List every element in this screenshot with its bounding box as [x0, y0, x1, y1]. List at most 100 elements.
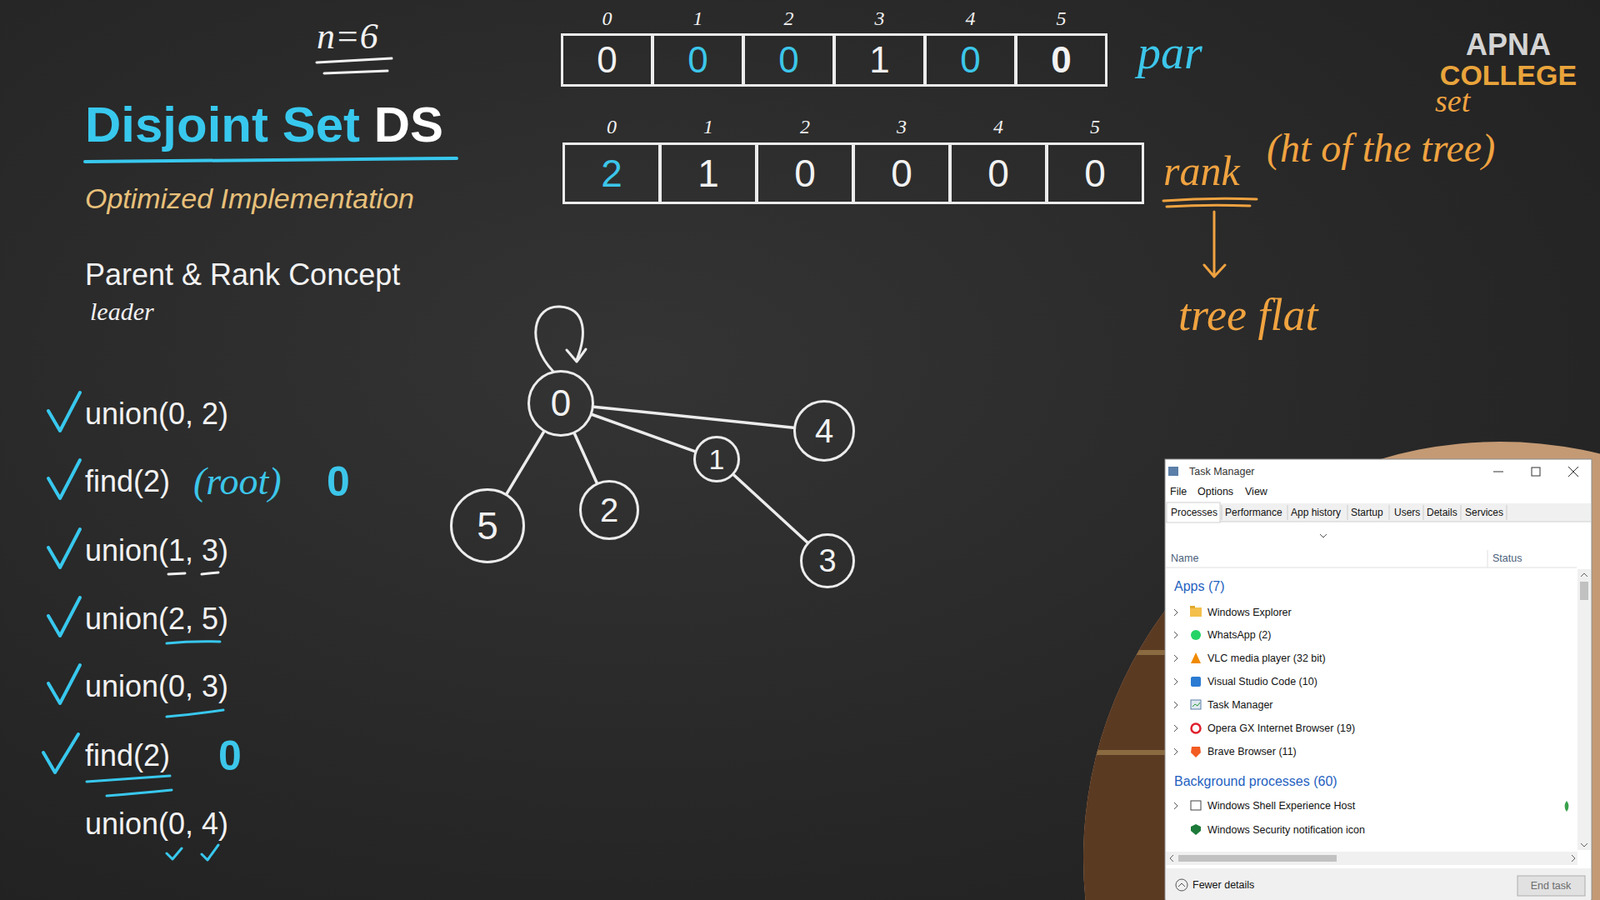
array-name: rank: [1163, 145, 1240, 196]
bookshelf: [1075, 575, 1165, 900]
tree-edge: [734, 475, 808, 543]
tree-node: 3: [800, 533, 855, 589]
index-number: 0: [602, 6, 613, 31]
tab-label: App history: [1290, 506, 1341, 519]
chalk-underline: [168, 572, 219, 575]
chalk-underline: [166, 710, 224, 717]
node-value: 3: [818, 545, 836, 577]
operation-text: union(2, 5): [85, 600, 229, 637]
group-heading: Apps (7): [1174, 578, 1225, 595]
check-mark: [48, 597, 80, 636]
active-tab: [1166, 502, 1220, 523]
process-name: VLC media player (32 bit): [1207, 652, 1326, 665]
brave-icon: [1190, 746, 1201, 758]
shelf-board: [1075, 750, 1165, 755]
menu-item: File: [1170, 485, 1187, 499]
check-mark: [48, 665, 80, 704]
leaf-icon: [1565, 800, 1570, 812]
node-value: 1: [869, 41, 890, 79]
node-value: 0: [778, 41, 799, 79]
node-value: 0: [1050, 41, 1071, 79]
node-value: 0: [550, 385, 571, 422]
array-cell: 0: [742, 33, 835, 87]
handwritten-note: leader: [90, 296, 155, 327]
tree-node: 5: [450, 488, 525, 564]
node-value: 0: [596, 41, 617, 79]
index-number: 4: [993, 115, 1004, 140]
vertical-scrollbar: [1577, 569, 1591, 850]
logo-text: APNA: [1465, 26, 1551, 63]
scroll-arrow: [1580, 573, 1588, 847]
check-mark: [48, 529, 80, 568]
array-cell: 2: [562, 142, 661, 205]
tab-label: Performance: [1225, 506, 1283, 519]
index-number: 0: [606, 115, 617, 140]
logo-text: COLLEGE: [1440, 58, 1577, 93]
index-number: 2: [784, 6, 795, 31]
window-frame: [1165, 459, 1592, 900]
note-arrow: [1204, 211, 1225, 277]
index-number: 2: [800, 115, 810, 140]
array-cell: 0: [560, 33, 654, 87]
scroll-arrow: [1170, 855, 1575, 862]
operation-text: find(2): [85, 737, 170, 774]
node-value: 0: [960, 41, 980, 79]
tab-label: Users: [1394, 506, 1420, 519]
node-value: 4: [815, 414, 834, 448]
operation-text: find(2): [85, 463, 170, 500]
array-cell: 0: [924, 33, 1017, 87]
folder-icon: [1190, 607, 1202, 617]
bookshelf: [1075, 575, 1165, 900]
array-cell: 1: [659, 142, 758, 205]
task-manager-window: [1165, 459, 1592, 900]
node-value: 2: [600, 154, 623, 193]
node-value: 0: [1084, 154, 1106, 193]
handwritten-note: n=6: [316, 15, 379, 60]
node-value: 1: [697, 154, 720, 193]
chalk-underline: [316, 58, 392, 74]
chalk-underline: [86, 775, 172, 796]
tree-node: 0: [527, 370, 595, 437]
handwritten-note: (root): [193, 458, 282, 505]
tab-label: Startup: [1350, 506, 1384, 519]
array-cell: 0: [1015, 33, 1108, 87]
operation-text: union(1, 3): [85, 532, 229, 569]
tree-edge: [506, 431, 544, 494]
process-name: Windows Security notification icon: [1207, 824, 1365, 837]
fewer-details-icon: [1175, 879, 1188, 891]
operation-text: union(0, 2): [85, 395, 229, 432]
subtitle: Optimized Implementation: [85, 181, 415, 216]
tab-label: Processes: [1170, 506, 1218, 519]
array-cell: 0: [755, 142, 855, 205]
node-value: 0: [687, 41, 708, 79]
array-cell: 0: [1045, 142, 1145, 205]
check-mark: [48, 392, 80, 431]
shelf-board: [1075, 650, 1165, 655]
array-name: par: [1137, 25, 1203, 81]
index-number: 3: [896, 115, 907, 140]
process-name: Windows Shell Experience Host: [1207, 800, 1355, 813]
close-button: [1568, 466, 1579, 477]
process-name: Windows Explorer: [1207, 606, 1292, 620]
taskmanager-icon: [1192, 702, 1200, 707]
self-loop-arrowhead: [566, 349, 586, 362]
group-heading: Background processes (60): [1174, 773, 1338, 790]
array-cell: 1: [833, 33, 926, 87]
folder-icon: [1190, 605, 1195, 609]
column-header: Name: [1170, 552, 1199, 565]
tree-node: 2: [579, 480, 640, 540]
operation-text: union(0, 3): [85, 668, 229, 705]
node-value: 1: [709, 445, 725, 474]
end-task-button: [1517, 875, 1585, 896]
tab-label: Services: [1465, 506, 1504, 519]
taskmanager-icon: [1190, 700, 1201, 710]
process-name: Brave Browser (11): [1207, 745, 1297, 759]
answer-value: 0: [326, 456, 350, 507]
index-number: 5: [1090, 115, 1100, 140]
vscode-icon: [1190, 676, 1201, 687]
handwritten-note: (ht of the tree): [1266, 124, 1495, 173]
process-name: Opera GX Internet Browser (19): [1207, 722, 1355, 735]
tab-strip: [1165, 503, 1591, 522]
tab-strip-border: [1165, 521, 1591, 523]
column-header: Status: [1492, 552, 1522, 565]
